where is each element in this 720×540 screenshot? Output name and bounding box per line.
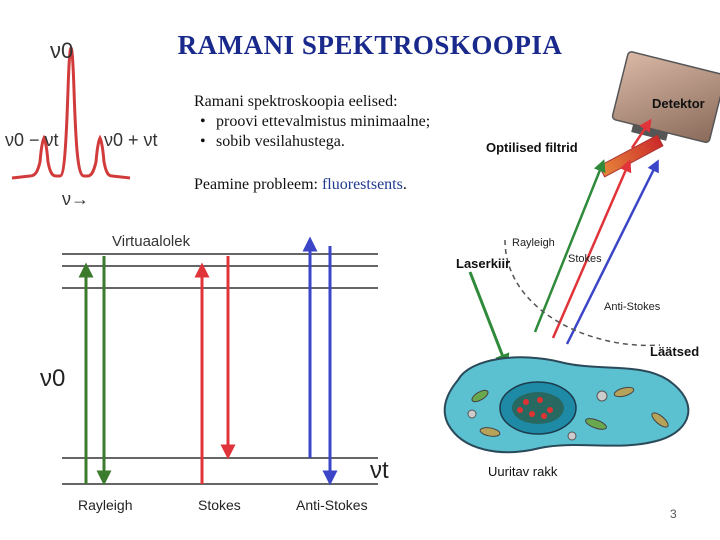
detector-label: Detektor [652, 96, 705, 111]
svg-text:Stokes: Stokes [198, 497, 241, 513]
filtered-beam [630, 118, 652, 149]
advantages-heading: Ramani spektroskoopia eelised: [194, 93, 398, 110]
svg-text:Stokes: Stokes [568, 253, 602, 265]
stokes-beam [551, 159, 632, 339]
svg-text:Laserkiir: Laserkiir [456, 256, 510, 271]
laser-label: Laserkiir [456, 256, 510, 271]
setup-rayleigh-label: Rayleigh [512, 237, 555, 249]
svg-text:Anti-Stokes: Anti-Stokes [296, 497, 368, 513]
page-number: 3 [670, 507, 677, 521]
raman-spectrum: ν0 ν0 − νt ν0 + νt ν→ [5, 38, 158, 209]
lens-label: Läätsed [650, 344, 699, 359]
svg-text:Optilised filtrid: Optilised filtrid [486, 140, 578, 155]
svg-text:Rayleigh: Rayleigh [78, 497, 132, 513]
svg-text:ν0 + νt: ν0 + νt [104, 130, 158, 150]
peak-right-label: ν0 + νt [104, 130, 158, 150]
svg-text:ν0 − νt: ν0 − νt [5, 130, 59, 150]
problem-prefix: Peamine probleem: [194, 176, 322, 193]
vibrational-nut-label: νt [370, 457, 389, 484]
svg-text:Uuritav rakk: Uuritav rakk [488, 464, 558, 479]
virtual-level-label: Virtuaalolek [112, 233, 191, 250]
antistokes-label: Anti-Stokes [296, 497, 368, 513]
svg-text:νt: νt [370, 457, 389, 484]
problem-highlight: fluorestsents [321, 176, 403, 193]
slide-title: RAMANI SPEKTROSKOOPIA [177, 30, 563, 60]
spectrum-curve [11, 46, 131, 180]
advantage-item: proovi ettevalmistus minimaalne; [200, 112, 430, 132]
svg-text:ν→: ν→ [62, 189, 89, 209]
laser-beam [468, 271, 510, 369]
svg-text:Rayleigh: Rayleigh [512, 237, 555, 249]
problem-suffix: . [402, 176, 407, 193]
setup-stokes-label: Stokes [568, 253, 602, 265]
cell [443, 356, 690, 454]
advantages-list: proovi ettevalmistus minimaalne; sobib v… [194, 112, 430, 152]
svg-text:ν0: ν0 [50, 38, 73, 63]
setup-antistokes-label: Anti-Stokes [604, 301, 661, 313]
svg-text:Anti-Stokes: Anti-Stokes [604, 301, 661, 313]
spectrum-axis-label: ν→ [62, 189, 89, 209]
rayleigh-beam [533, 159, 606, 333]
antistokes-beam [565, 159, 659, 345]
peak-center-label: ν0 [50, 38, 73, 63]
stokes-label: Stokes [198, 497, 241, 513]
advantages-block: Ramani spektroskoopia eelised: proovi et… [194, 92, 430, 152]
main-problem: Peamine probleem: fluorestsents. [194, 176, 407, 194]
peak-left-label: ν0 − νt [5, 130, 59, 150]
rayleigh-label: Rayleigh [78, 497, 132, 513]
advantage-item: sobib vesilahustega. [200, 132, 430, 152]
svg-text:Virtuaalolek: Virtuaalolek [112, 233, 191, 250]
cell-label: Uuritav rakk [488, 464, 558, 479]
svg-text:3: 3 [670, 507, 677, 521]
svg-text:Detektor: Detektor [652, 96, 705, 111]
lens-arc [504, 239, 661, 347]
svg-text:ν0: ν0 [40, 365, 65, 392]
ground-nu0-label: ν0 [40, 365, 65, 392]
filters-label: Optilised filtrid [486, 140, 578, 155]
svg-text:Läätsed: Läätsed [650, 344, 699, 359]
